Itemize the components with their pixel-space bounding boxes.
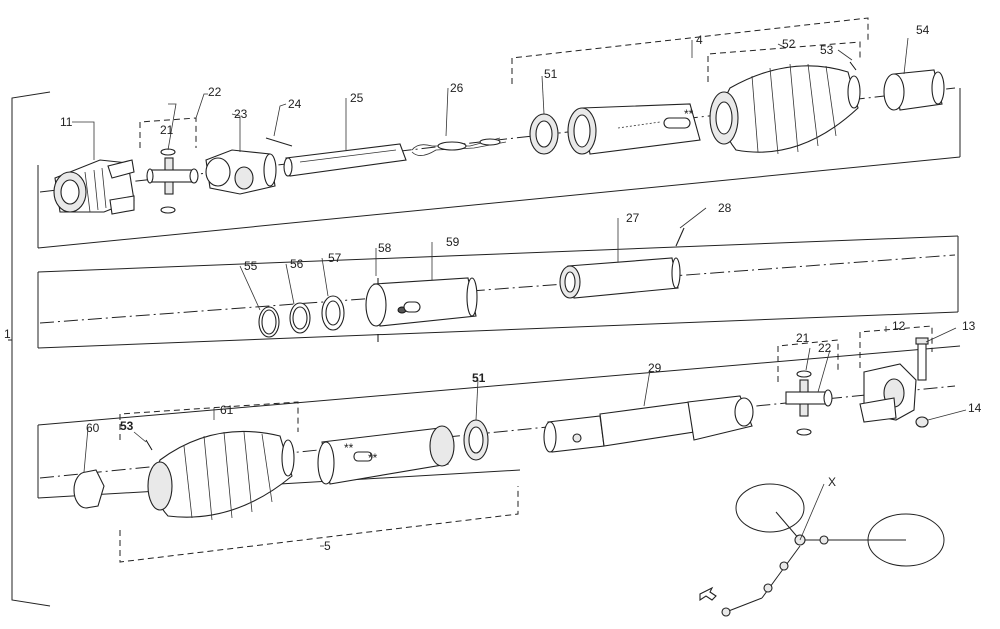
sleeve-54 [883, 69, 945, 111]
label-52: 52 [782, 37, 796, 51]
label-51-top: 51 [544, 67, 558, 81]
assembly-frame [8, 17, 961, 607]
label-53-bottom: 53 [120, 419, 134, 433]
sleeve-60 [73, 469, 105, 509]
marker-double-star-top: ** [684, 107, 694, 121]
guard-cone-61 [147, 430, 295, 521]
detail-view-x [699, 483, 945, 617]
label-23: 23 [234, 107, 248, 121]
label-60: 60 [86, 421, 100, 435]
pin-24 [265, 137, 293, 147]
guard-cone-52 [709, 63, 861, 155]
label-12: 12 [892, 319, 906, 333]
label-24: 24 [288, 97, 302, 111]
shaft-29 [543, 395, 754, 453]
label-58: 58 [378, 241, 392, 255]
bolt-13 [915, 337, 929, 381]
tube-25 [283, 143, 407, 177]
pin-28 [675, 227, 685, 247]
label-51-bottom: 51 [472, 371, 486, 385]
label-22-bottom: 22 [818, 341, 832, 355]
guard-tube-bottom [317, 425, 455, 485]
chain-26 [411, 137, 507, 156]
yoke-23 [205, 149, 277, 195]
label-14: 14 [968, 401, 982, 415]
label-4: 4 [696, 33, 703, 47]
label-53-top: 53 [820, 43, 834, 57]
part-labels: 1 4 5 11 12 13 14 21 21 22 22 23 24 25 2… [4, 23, 982, 553]
label-55: 55 [244, 259, 258, 273]
screw-53-bottom [145, 439, 153, 451]
label-28: 28 [718, 201, 732, 215]
leader-lines [72, 37, 967, 547]
screw-53-top [849, 61, 857, 71]
label-11: 11 [60, 115, 73, 129]
guard-tube-top [567, 103, 701, 155]
bearing-ring-51-bottom [463, 419, 489, 461]
yoke-11 [53, 159, 135, 215]
bearing-ring-51-top [529, 113, 559, 155]
label-54: 54 [916, 23, 930, 37]
label-x: X [828, 475, 836, 489]
yoke-12 [859, 363, 917, 423]
label-29: 29 [648, 361, 662, 375]
marker-double-star-bottom-left: ** [344, 441, 354, 455]
ring-57 [321, 295, 345, 331]
label-22-top: 22 [208, 85, 222, 99]
marker-double-star-bottom-right: ** [368, 451, 378, 465]
center-lines [39, 87, 956, 479]
label-56: 56 [290, 257, 304, 271]
label-25: 25 [350, 91, 364, 105]
tube-27 [559, 257, 681, 299]
label-61: 61 [220, 403, 234, 417]
label-59: 59 [446, 235, 460, 249]
nut-14 [915, 416, 929, 428]
label-26: 26 [450, 81, 464, 95]
tube-59 [365, 277, 478, 327]
ring-55 [258, 306, 280, 338]
label-57: 57 [328, 251, 342, 265]
label-13: 13 [962, 319, 976, 333]
label-5: 5 [324, 539, 331, 553]
cross-kit-21-22-top [146, 148, 199, 214]
label-21-bottom: 21 [796, 331, 810, 345]
cross-kit-21-22-bottom [785, 370, 833, 436]
label-21-top: 21 [160, 123, 174, 137]
label-27: 27 [626, 211, 640, 225]
ring-56 [289, 302, 311, 334]
label-1: 1 [4, 327, 11, 341]
